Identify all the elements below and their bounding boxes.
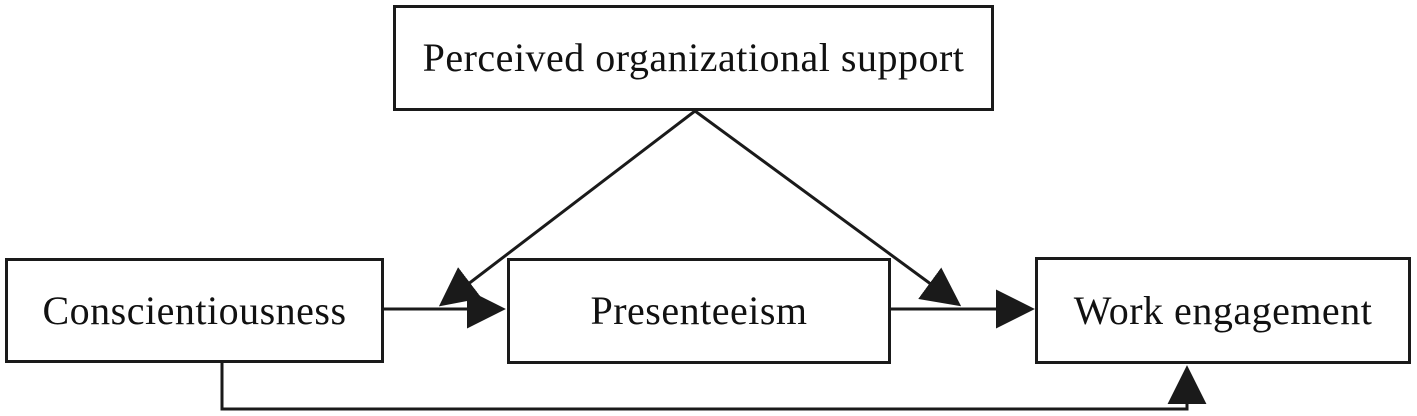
node-conscientiousness: Conscientiousness [5,258,384,363]
node-presenteeism: Presenteeism [507,258,891,364]
moderation-arrow-right [694,109,962,307]
moderation-arrow-left [438,109,696,307]
node-conscientiousness-label: Conscientiousness [42,287,347,333]
node-presenteeism-label: Presenteeism [590,288,808,333]
direct-arrow-conscientiousness-to-work-engagement [220,363,1207,411]
node-perceived-organizational-support: Perceived organizational support [393,5,994,111]
node-work-engagement: Work engagement [1035,257,1411,364]
node-work-engagement-label: Work engagement [1073,287,1373,333]
node-perceived-organizational-support-label: Perceived organizational support [422,35,965,80]
